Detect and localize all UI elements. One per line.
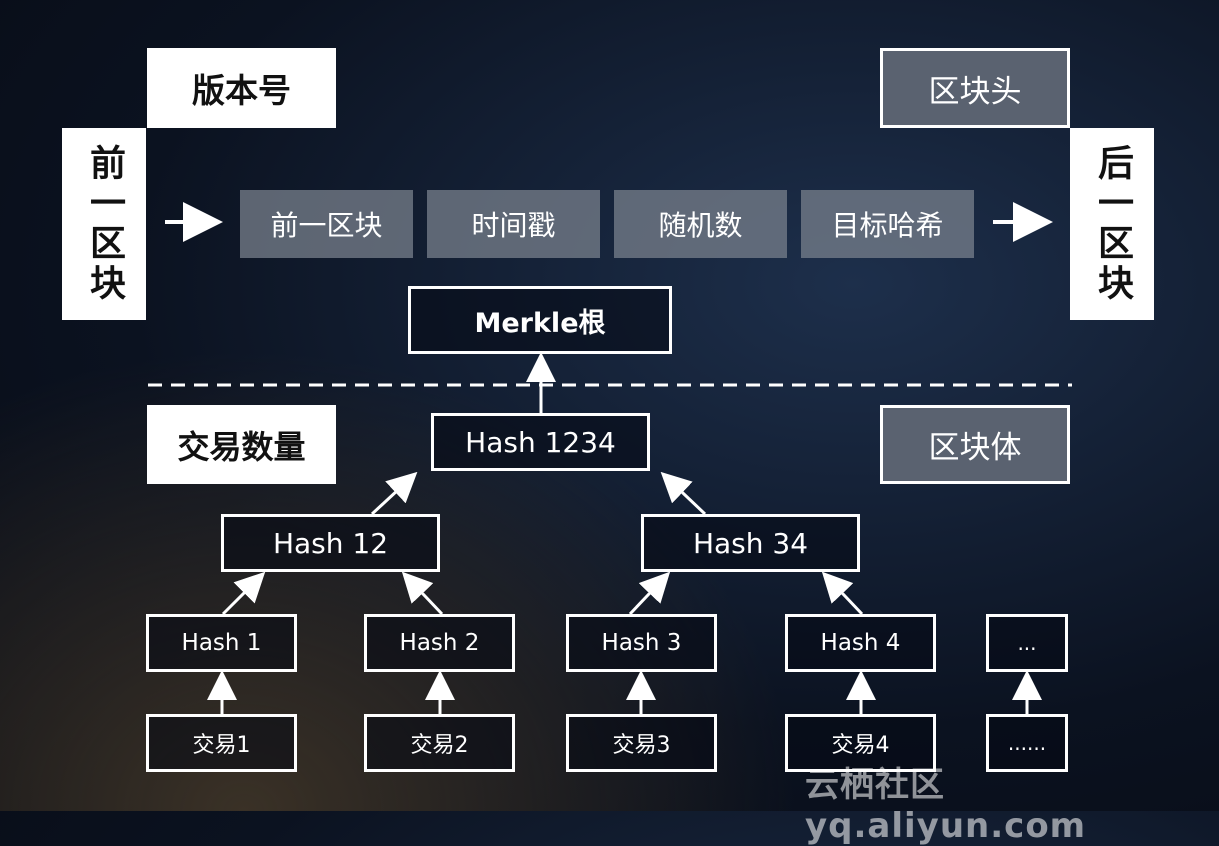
arrow-hash2-to-hash12: [401, 571, 444, 616]
arrow-hash3-to-hash34: [628, 571, 671, 616]
hash-2-node: Hash 2: [364, 614, 515, 672]
tx-2-node: 交易2: [364, 714, 515, 772]
arrow-hash4-to-hash34: [821, 571, 864, 616]
watermark: 云栖社区 yq.aliyun.com: [805, 765, 1087, 846]
hash-3-node: Hash 3: [566, 614, 717, 672]
version-label: 版本号: [147, 48, 336, 128]
tx-3-node: 交易3: [566, 714, 717, 772]
arrow-hash12-to-root: [370, 471, 418, 516]
field-timestamp: 时间戳: [427, 190, 600, 258]
tx-1-node: 交易1: [146, 714, 297, 772]
connector-layer: [183, 202, 1053, 700]
arrow-hash1-to-hash12: [221, 571, 266, 616]
prev-block-label: 前一区块: [62, 128, 146, 320]
arrow-hash34-to-root: [660, 471, 707, 516]
hash-4-node: Hash 4: [785, 614, 936, 672]
field-nonce: 随机数: [614, 190, 787, 258]
hash-12-node: Hash 12: [221, 514, 440, 572]
tx-more-node: ......: [986, 714, 1068, 772]
next-block-label: 后一区块: [1070, 128, 1154, 320]
hash-root-node: Hash 1234: [431, 413, 650, 471]
hash-34-node: Hash 34: [641, 514, 860, 572]
hash-more-node: ...: [986, 614, 1068, 672]
tx-count-label: 交易数量: [147, 405, 336, 484]
tx-4-node: 交易4: [785, 714, 936, 772]
merkle-root-node: Merkle根: [408, 286, 672, 354]
block-header-label: 区块头: [880, 48, 1070, 128]
hash-1-node: Hash 1: [146, 614, 297, 672]
field-target-hash: 目标哈希: [801, 190, 974, 258]
field-prev-hash: 前一区块: [240, 190, 413, 258]
block-body-label: 区块体: [880, 405, 1070, 484]
